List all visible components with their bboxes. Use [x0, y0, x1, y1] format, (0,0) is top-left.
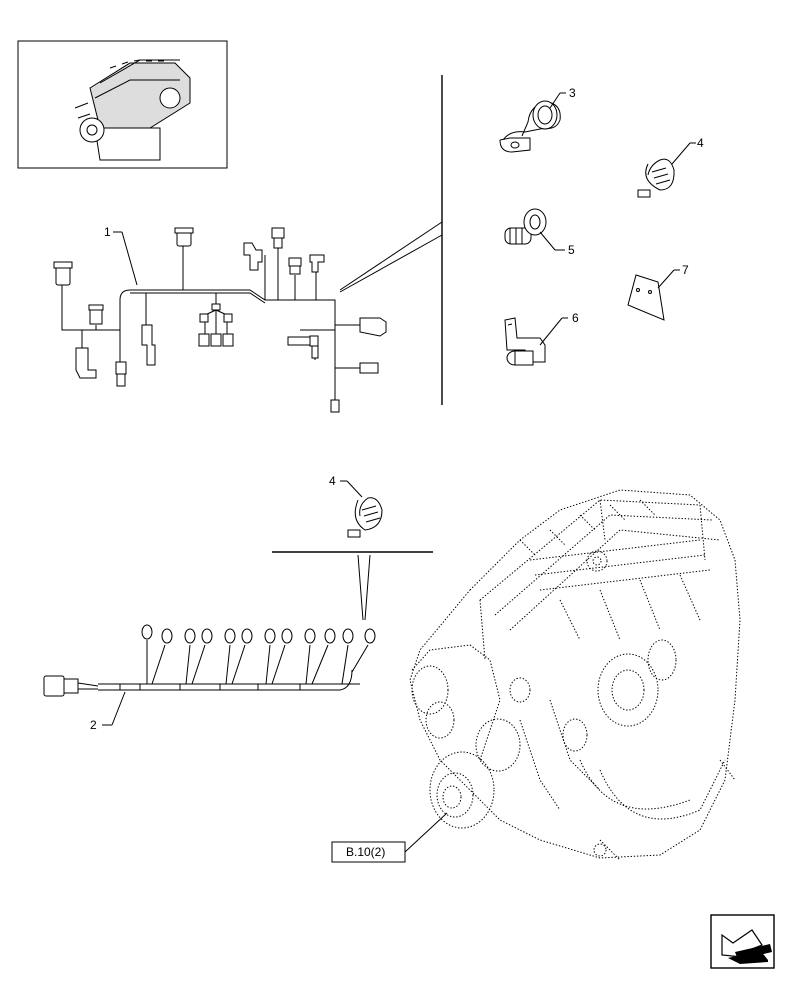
- engine-assembly-illustration: [409, 489, 741, 861]
- cable-tie-4-upper[interactable]: [637, 158, 675, 198]
- callout-2: 2: [90, 691, 126, 732]
- svg-text:3: 3: [569, 86, 576, 100]
- svg-text:1: 1: [104, 225, 111, 239]
- engine-thumbnail-icon[interactable]: [17, 40, 228, 169]
- svg-text:7: 7: [682, 263, 689, 277]
- callout-divider-lower: [272, 551, 433, 621]
- callout-7: 7: [657, 263, 689, 289]
- callout-divider-upper: [339, 75, 443, 405]
- next-page-arrow-icon[interactable]: [710, 914, 775, 969]
- plate-7[interactable]: [627, 274, 665, 321]
- svg-text:B.10(2): B.10(2): [346, 845, 385, 859]
- callout-1: 1: [104, 225, 138, 286]
- svg-text:4: 4: [697, 136, 704, 150]
- callout-3: 3: [549, 86, 576, 109]
- bracket-6[interactable]: [504, 317, 546, 366]
- wiring-harness-1[interactable]: [53, 227, 387, 413]
- svg-text:4: 4: [329, 474, 336, 488]
- callout-6: 6: [539, 311, 579, 346]
- callout-4-upper: 4: [671, 136, 704, 165]
- svg-text:6: 6: [572, 311, 579, 325]
- injector-harness-2[interactable]: [43, 624, 376, 697]
- bolt-5[interactable]: [504, 208, 547, 245]
- reference-link-b10[interactable]: B.10(2): [331, 812, 448, 863]
- clamp-3[interactable]: [499, 100, 561, 153]
- svg-text:5: 5: [568, 243, 575, 257]
- cable-tie-4-lower[interactable]: [347, 497, 383, 538]
- svg-text:2: 2: [90, 718, 97, 732]
- callout-5: 5: [539, 231, 575, 257]
- callout-4-lower: 4: [329, 474, 363, 498]
